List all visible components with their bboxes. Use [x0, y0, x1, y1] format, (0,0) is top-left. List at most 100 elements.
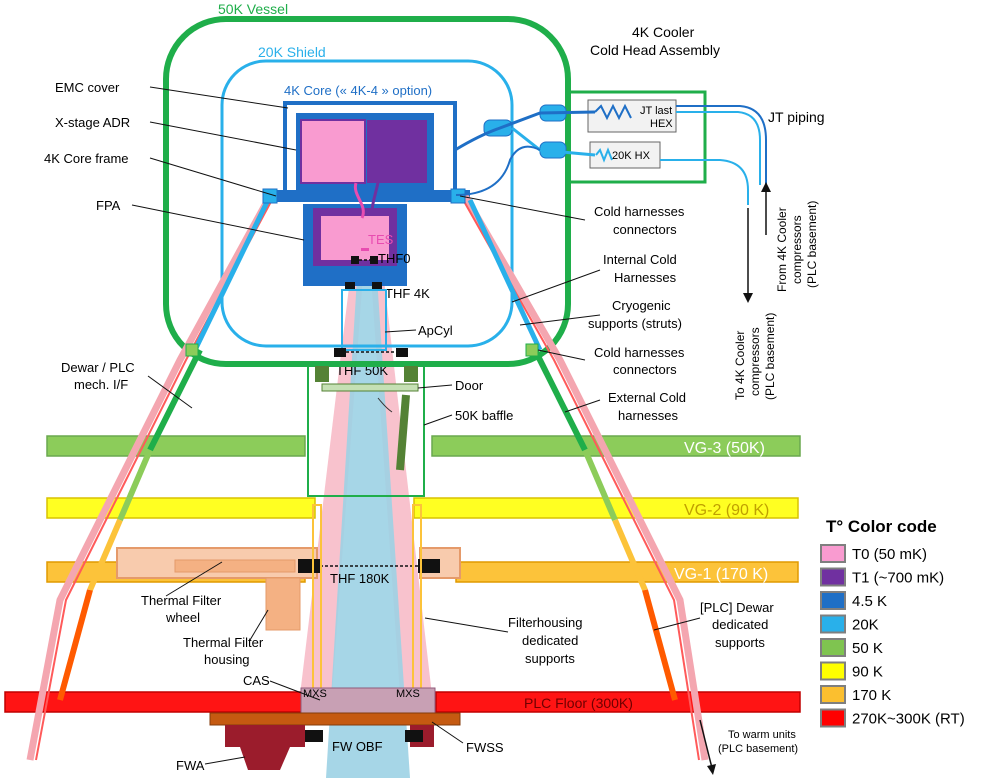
cas-label: CAS: [243, 673, 270, 688]
mxs-right-label: MXS: [396, 688, 420, 700]
connector-left-top: [262, 188, 278, 204]
pds-label-1: [PLC] Dewar: [700, 600, 774, 615]
jt-line-return: [455, 145, 541, 196]
pds-pointer: [653, 617, 701, 631]
core-frame-label: 4K Core frame: [44, 151, 129, 166]
thf4k-label: THF 4K: [385, 286, 430, 301]
adr-link-t0: [353, 182, 365, 219]
fwa-base: [240, 747, 290, 770]
connector-left-mid: [185, 343, 199, 357]
shield-20k-label: 20K Shield: [258, 44, 326, 60]
jt-hex-label-1: JT last: [640, 105, 672, 117]
door-label: Door: [455, 378, 484, 393]
tfw-pointer: [165, 561, 223, 597]
door-hinge-right: [404, 366, 418, 382]
door-plate: [321, 383, 419, 392]
svg-text:compressors: compressors: [748, 327, 762, 396]
ech-label-2: harnesses: [618, 408, 678, 423]
vg3-right-bar: [431, 435, 801, 457]
hx20k-coil: [595, 147, 613, 163]
vg2-left-bar: [46, 497, 316, 519]
cas-block: [300, 687, 436, 715]
legend-label: 170 K: [852, 687, 891, 704]
legend-swatch: [820, 708, 846, 728]
thf0-right: [370, 256, 378, 264]
left-strut: [57, 198, 271, 701]
svg-text:compressors: compressors: [790, 215, 804, 284]
fwss-label: FWSS: [466, 740, 504, 755]
cooler-title-2: Cold Head Assembly: [590, 42, 720, 58]
legend-title: T° Color code: [826, 517, 937, 536]
cryo-label-1: Cryogenic: [612, 298, 671, 313]
fpa-t0: [321, 216, 389, 260]
hx-pipe: [660, 159, 749, 205]
fw-obf-left: [305, 730, 323, 742]
legend-label: T1 (~700 mK): [852, 570, 944, 587]
tfh-label-1: Thermal Filter: [183, 635, 264, 650]
fhs-pointer: [424, 617, 509, 633]
hx20k-label: 20K HX: [612, 150, 651, 162]
svg-text:(PLC basement): (PLC basement): [805, 201, 819, 288]
door-arm: [396, 394, 410, 471]
thf50k-right: [396, 348, 408, 357]
adr-pointer: [149, 121, 297, 151]
from-comp-text: From 4K Cooler compressors (PLC basement…: [775, 201, 819, 292]
connector-right-mid: [525, 343, 539, 357]
to-comp-text: To 4K Cooler compressors (PLC basement): [733, 313, 777, 400]
jt-hex-label-2: HEX: [650, 118, 673, 130]
legend-swatch: [820, 638, 846, 657]
lower-50k-box: [307, 365, 425, 497]
ich-label-2: Harnesses: [614, 270, 677, 285]
fw-obf-label: FW OBF: [332, 739, 383, 754]
pds-label-2: dedicated: [712, 617, 768, 632]
beam-pink-left: [300, 262, 364, 695]
fw-obf-right: [405, 730, 423, 742]
right-strut: [467, 198, 678, 701]
thf0-left: [351, 256, 359, 264]
door-pointer: [417, 384, 453, 389]
core-4k-label: 4K Core (« 4K-4 » option): [284, 83, 432, 98]
baffle-label: 50K baffle: [455, 408, 513, 423]
svg-text:To 4K Cooler: To 4K Cooler: [733, 331, 747, 400]
thf4k-left: [345, 282, 355, 290]
cooler-title-1: 4K Cooler: [632, 24, 695, 40]
pds-label-3: supports: [715, 635, 765, 650]
plc-floor-label: PLC Floor (300K): [524, 695, 633, 711]
fwa-label: FWA: [176, 758, 205, 773]
ich-pointer: [511, 269, 601, 303]
tes-label: TES: [368, 232, 394, 247]
fwss-pointer: [431, 721, 464, 744]
legend-label: T0 (50 mK): [852, 546, 927, 563]
thf50k-left: [334, 348, 346, 357]
fhs-label-2: dedicated: [522, 633, 578, 648]
adr-t0-stage: [300, 119, 366, 184]
emc-cover-label: EMC cover: [55, 80, 120, 95]
mxs-left-label: MXS: [303, 688, 327, 700]
fwa-pointer: [204, 756, 246, 765]
tfw-label-2: wheel: [165, 610, 200, 625]
baffle-pointer: [423, 414, 453, 426]
tfh-pointer: [249, 609, 269, 641]
tfh-label-2: housing: [204, 652, 250, 667]
apcyl-tube: [341, 289, 387, 351]
vg2-label: VG-2 (90 K): [684, 502, 769, 519]
fwss-plate: [209, 712, 461, 726]
svg-text:From 4K Cooler: From 4K Cooler: [775, 207, 789, 292]
legend-swatch: [820, 544, 846, 563]
dewar-if-label-1: Dewar / PLC: [61, 360, 135, 375]
apcyl-label: ApCyl: [418, 323, 453, 338]
core-frame-pointer: [149, 157, 277, 197]
legend-label: 270K~300K (RT): [852, 711, 965, 728]
to-comp-arrowhead: [743, 293, 753, 303]
legend-label: 90 K: [852, 664, 883, 681]
tfw-label-1: Thermal Filter: [141, 593, 222, 608]
plc-floor-right: [435, 691, 801, 713]
thf4k-right: [372, 282, 382, 290]
dewar-if-label-2: mech. I/F: [74, 377, 128, 392]
adr-link-t1: [370, 169, 382, 213]
thf0-label: THF0: [378, 251, 411, 266]
chc1-label-2: connectors: [613, 222, 677, 237]
cryo-label-2: supports (struts): [588, 316, 682, 331]
